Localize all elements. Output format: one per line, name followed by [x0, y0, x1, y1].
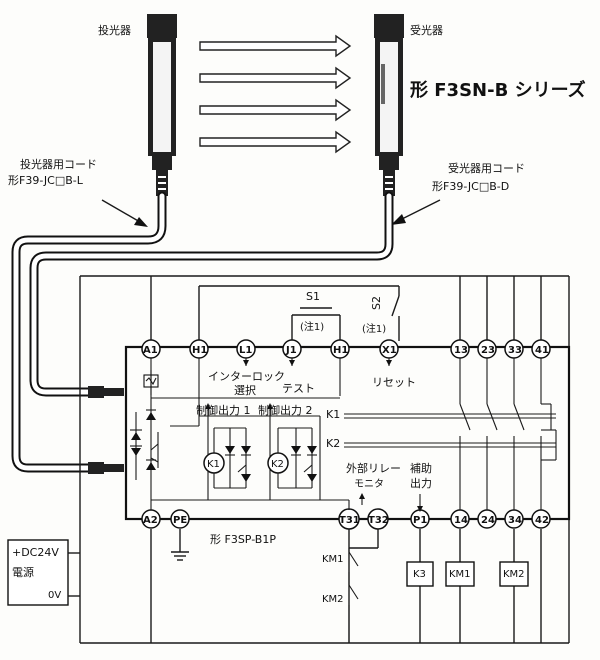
terminal-14: 14	[454, 515, 468, 526]
s2-label: S2	[370, 296, 383, 310]
power-dc-label: +DC24V	[12, 546, 59, 559]
beam-arrow-3	[199, 98, 352, 122]
ctrl-out1-label: 制御出力 1	[196, 403, 251, 417]
light-beam-arrows	[199, 34, 352, 154]
km-feedback-contacts	[348, 548, 359, 643]
input-arrows	[243, 360, 392, 366]
ext-relay-label: 外部リレー	[346, 461, 401, 475]
terminal-33: 33	[508, 345, 522, 356]
emitter-cord-model: 形F39-JC□B-L	[8, 174, 84, 187]
k2-contact-label: K2	[326, 437, 340, 450]
terminal-23: 23	[481, 345, 495, 356]
beam-arrow-1	[199, 34, 352, 58]
power-supply	[7, 539, 80, 606]
reset-label: リセット	[372, 376, 416, 389]
terminal-t32: T32	[368, 515, 389, 526]
cord-pointer-arrows	[101, 199, 441, 227]
terminal-x1: X1	[382, 345, 397, 356]
aux-out-label: 出力	[410, 476, 432, 490]
interlock-label: インターロック	[208, 370, 285, 383]
s1-label: S1	[306, 290, 320, 303]
emitter-cable	[11, 191, 167, 473]
receiver-cord-label: 受光器用コード	[448, 161, 525, 175]
power-title: 電源	[12, 565, 34, 579]
s2-switch	[391, 295, 400, 341]
terminal-41: 41	[535, 345, 549, 356]
monitor-arrows	[359, 493, 423, 512]
cable-connectors	[88, 386, 124, 474]
output-contacts	[459, 358, 557, 510]
terminal-24: 24	[481, 515, 495, 526]
s1-note: (注1)	[300, 320, 324, 333]
relay-boxes	[406, 561, 529, 587]
k1-output-circuit	[203, 427, 251, 489]
monitor-label: モニタ	[354, 478, 384, 490]
s2-note: (注1)	[362, 322, 386, 335]
controller-model: 形 F3SP-B1P	[210, 533, 276, 546]
terminal-t31: T31	[339, 515, 360, 526]
power-protection-circuit	[130, 370, 159, 480]
km2-box-label: KM2	[503, 569, 525, 580]
terminal-p1: P1	[413, 515, 427, 526]
k1-contact-label: K1	[326, 408, 340, 421]
k2-output-circuit	[267, 427, 317, 489]
terminal-pe: PE	[173, 515, 187, 526]
terminal-a2: A2	[143, 515, 158, 526]
ctrl-out2-label: 制御出力 2	[258, 403, 313, 417]
km2-contact-label: KM2	[322, 594, 344, 605]
terminal-h1-left: H1	[192, 345, 207, 356]
receiver-label: 受光器	[410, 23, 443, 37]
receiver-cord-model: 形F39-JC□B-D	[432, 180, 509, 193]
terminal-h1-right: H1	[333, 345, 348, 356]
terminal-l1: L1	[239, 345, 252, 356]
km1-relay-box	[445, 561, 475, 587]
receiver-unit	[374, 14, 404, 196]
terminal-a1: A1	[143, 345, 158, 356]
km2-relay-box	[499, 561, 529, 587]
terminal-j1: J1	[285, 345, 297, 356]
k3-box-label: K3	[413, 569, 426, 580]
terminal-13: 13	[454, 345, 468, 356]
emitter-label: 投光器	[98, 23, 131, 37]
series-title: 形 F3SN-B シリーズ	[410, 79, 586, 101]
emitter-unit	[147, 14, 177, 196]
km1-contact-label: KM1	[322, 554, 344, 565]
beam-arrow-2	[199, 66, 352, 90]
top-terminals	[141, 339, 551, 359]
k1-coil-label: K1	[207, 459, 220, 470]
select-label: 選択	[234, 383, 256, 397]
k3-relay-box	[406, 561, 434, 587]
aux-label: 補助	[410, 461, 432, 475]
terminal-42: 42	[535, 515, 549, 526]
controller-housing	[124, 345, 571, 521]
k2-coil-label: K2	[271, 459, 284, 470]
outer-wiring	[79, 275, 570, 644]
test-label: テスト	[282, 382, 315, 395]
power-0v-label: 0V	[48, 590, 61, 601]
beam-arrow-4	[199, 130, 352, 154]
ctrl-output-arrows	[205, 403, 273, 416]
km1-box-label: KM1	[449, 569, 471, 580]
receiver-cable	[29, 191, 394, 397]
emitter-cord-label: 投光器用コード	[20, 157, 97, 171]
terminal-34: 34	[508, 515, 522, 526]
